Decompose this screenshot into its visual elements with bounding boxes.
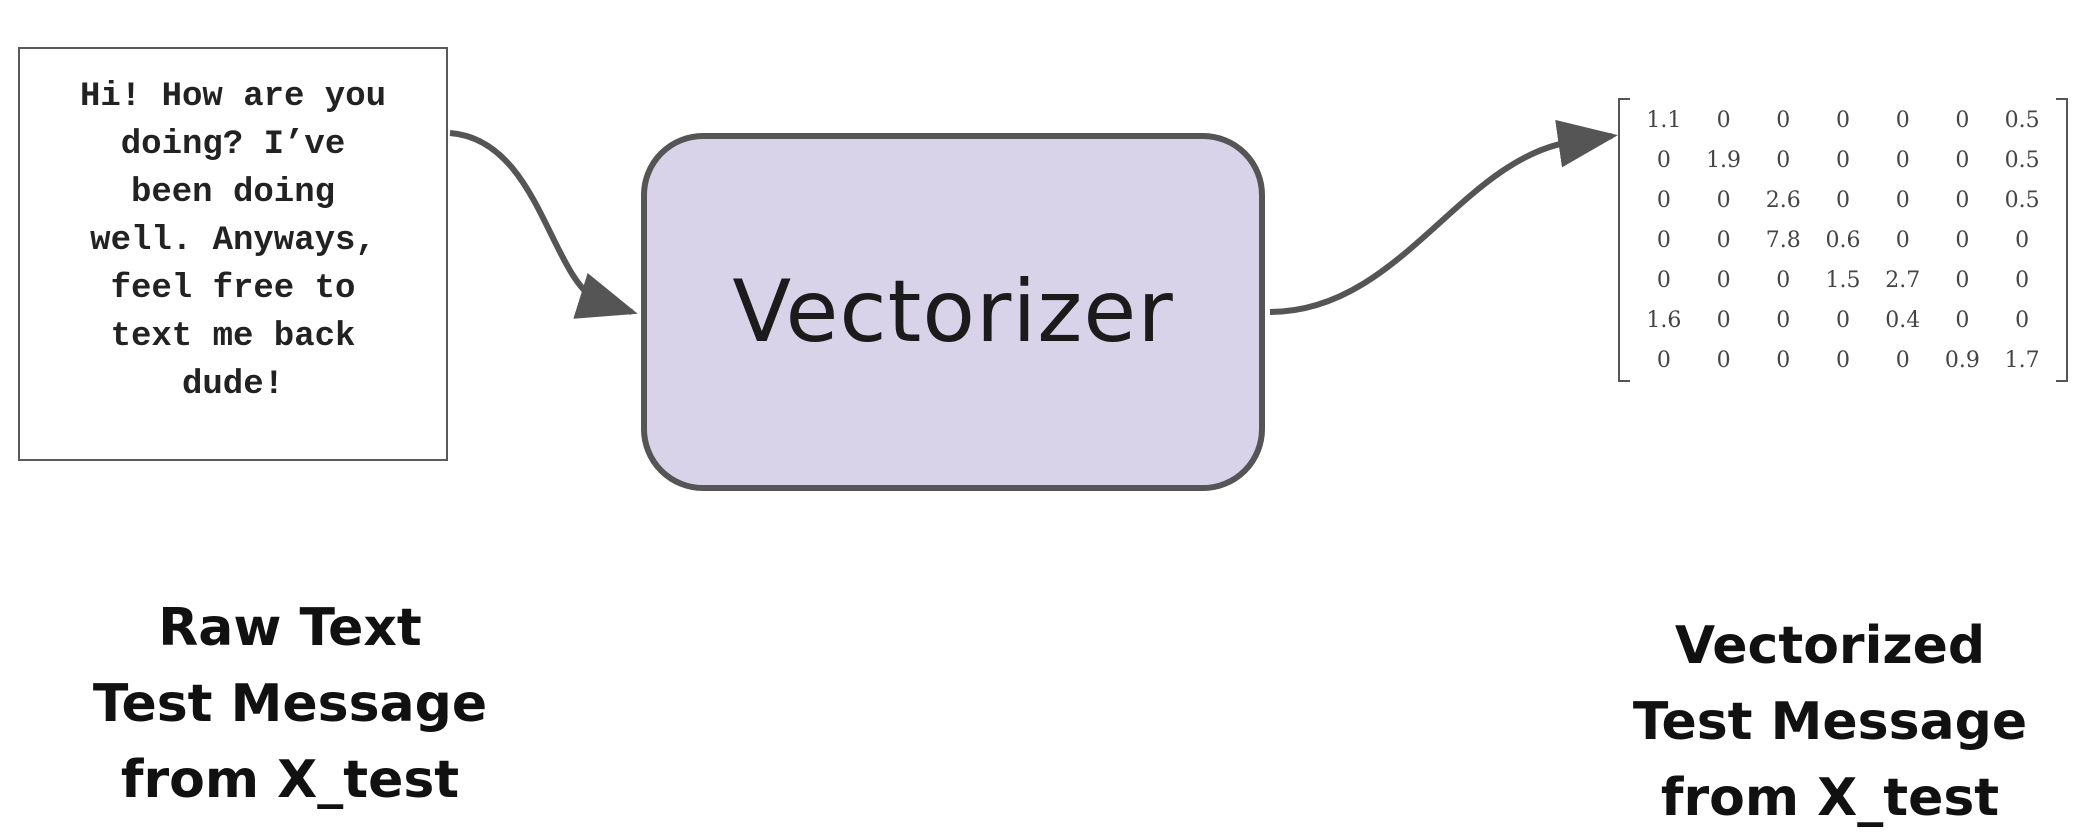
matrix-cell: 0: [1656, 267, 1671, 293]
matrix-cell: 2.7: [1885, 267, 1921, 293]
matrix-cell: 0: [1895, 187, 1910, 213]
matrix-cell: 0: [1776, 107, 1791, 133]
vector-matrix: 1.1 0 0 0 0 0 0.5 0 1.9 0 0 0 0 0.5 0 0 2.6 0 0 0 0.5 0 0 7.8 0.…: [1618, 98, 2068, 382]
vectorizer-node: Vectorizer: [641, 133, 1265, 491]
matrix-grid: 1.1 0 0 0 0 0 0.5 0 1.9 0 0 0 0 0.5 0 0 2.6 0 0 0 0.5 0 0 7.8 0.…: [1634, 100, 2052, 380]
matrix-cell: 0: [1835, 147, 1850, 173]
matrix-cell: 7.8: [1765, 227, 1801, 253]
matrix-cell: 0: [1716, 227, 1731, 253]
matrix-cell: 0: [1835, 187, 1850, 213]
matrix-cell: 0: [1895, 347, 1910, 373]
vectorizer-label: Vectorizer: [732, 262, 1174, 362]
matrix-cell: 0: [1656, 187, 1671, 213]
matrix-cell: 0: [1955, 107, 1970, 133]
matrix-cell: 0: [1716, 107, 1731, 133]
matrix-cell: 0: [1895, 227, 1910, 253]
matrix-cell: 1.9: [1706, 147, 1742, 173]
arrow-raw-to-vectorizer: [449, 130, 638, 319]
caption-vectorized: Vectorized Test Message from X_test: [1632, 616, 2028, 828]
matrix-cell: 0: [1835, 307, 1850, 333]
matrix-cell: 0: [1716, 307, 1731, 333]
matrix-cell: 0: [2015, 227, 2030, 253]
matrix-cell: 0: [1955, 227, 1970, 253]
matrix-cell: 0: [1656, 347, 1671, 373]
raw-text-box: Hi! How are you doing? I’ve been doing w…: [18, 47, 448, 461]
matrix-right-bracket: [2056, 98, 2068, 382]
matrix-cell: 0: [1716, 187, 1731, 213]
matrix-cell: 0.5: [2004, 147, 2040, 173]
matrix-cell: 0: [1895, 147, 1910, 173]
matrix-cell: 0.4: [1885, 307, 1921, 333]
caption-raw-text: Raw Text Test Message from X_test: [92, 598, 488, 810]
matrix-cell: 1.7: [2004, 347, 2040, 373]
matrix-cell: 0: [2015, 267, 2030, 293]
raw-text-message: Hi! How are you doing? I’ve been doing w…: [79, 78, 387, 404]
matrix-cell: 0: [1955, 307, 1970, 333]
matrix-cell: 0: [1776, 147, 1791, 173]
matrix-cell: 0: [1776, 267, 1791, 293]
matrix-cell: 2.6: [1765, 187, 1801, 213]
matrix-cell: 0.5: [2004, 187, 2040, 213]
matrix-cell: 0: [1716, 347, 1731, 373]
matrix-cell: 0: [1776, 307, 1791, 333]
matrix-cell: 0: [1656, 227, 1671, 253]
matrix-cell: 0.6: [1825, 227, 1861, 253]
matrix-cell: 1.1: [1646, 107, 1682, 133]
matrix-cell: 0: [1955, 267, 1970, 293]
matrix-left-bracket: [1618, 98, 1630, 382]
matrix-cell: 0: [1776, 347, 1791, 373]
matrix-cell: 1.5: [1825, 267, 1861, 293]
matrix-cell: 0: [1955, 187, 1970, 213]
matrix-cell: 0: [1955, 147, 1970, 173]
arrow-vectorizer-to-matrix: [1269, 119, 1618, 315]
matrix-cell: 0: [2015, 307, 2030, 333]
matrix-cell: 0: [1835, 107, 1850, 133]
matrix-cell: 0: [1656, 147, 1671, 173]
matrix-cell: 0: [1895, 107, 1910, 133]
matrix-cell: 0: [1835, 347, 1850, 373]
matrix-cell: 1.6: [1646, 307, 1682, 333]
matrix-cell: 0.5: [2004, 107, 2040, 133]
matrix-cell: 0: [1716, 267, 1731, 293]
matrix-cell: 0.9: [1944, 347, 1980, 373]
